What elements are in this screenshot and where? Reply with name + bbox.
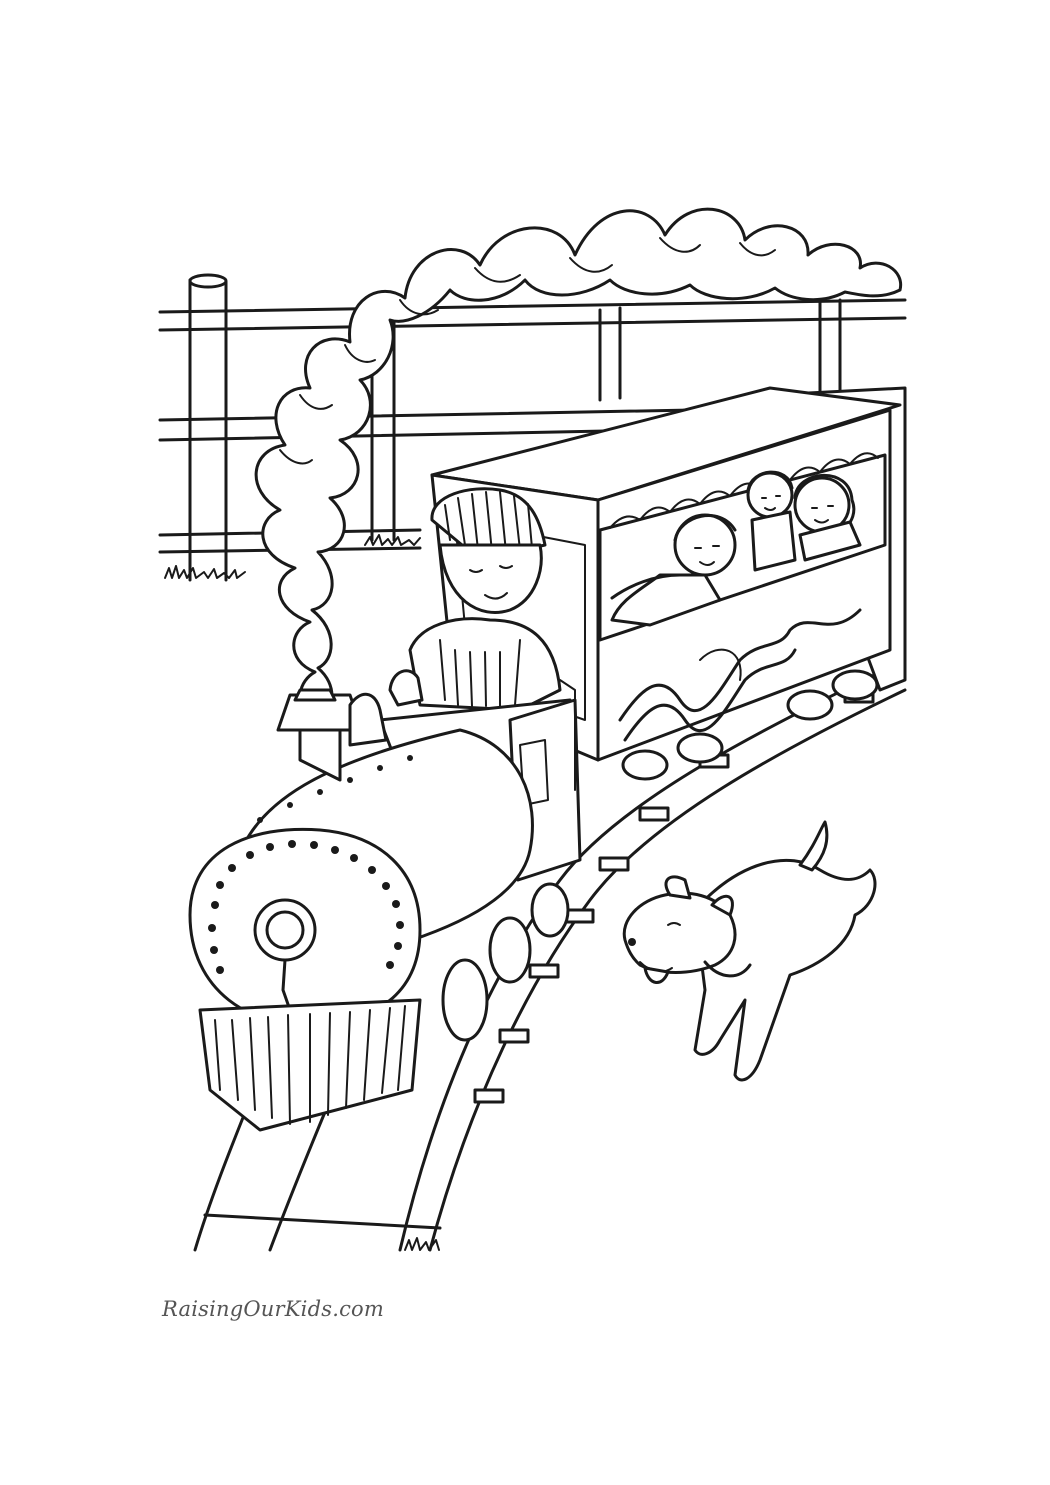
smoke-cloud-icon (254, 207, 903, 722)
boy-engineer-icon (388, 487, 562, 712)
site-watermark: RaisingOurKids.com (162, 1297, 384, 1321)
children-passengers-icon (610, 470, 862, 627)
dog-icon (622, 820, 877, 1082)
locomotive-icon (188, 679, 582, 1132)
